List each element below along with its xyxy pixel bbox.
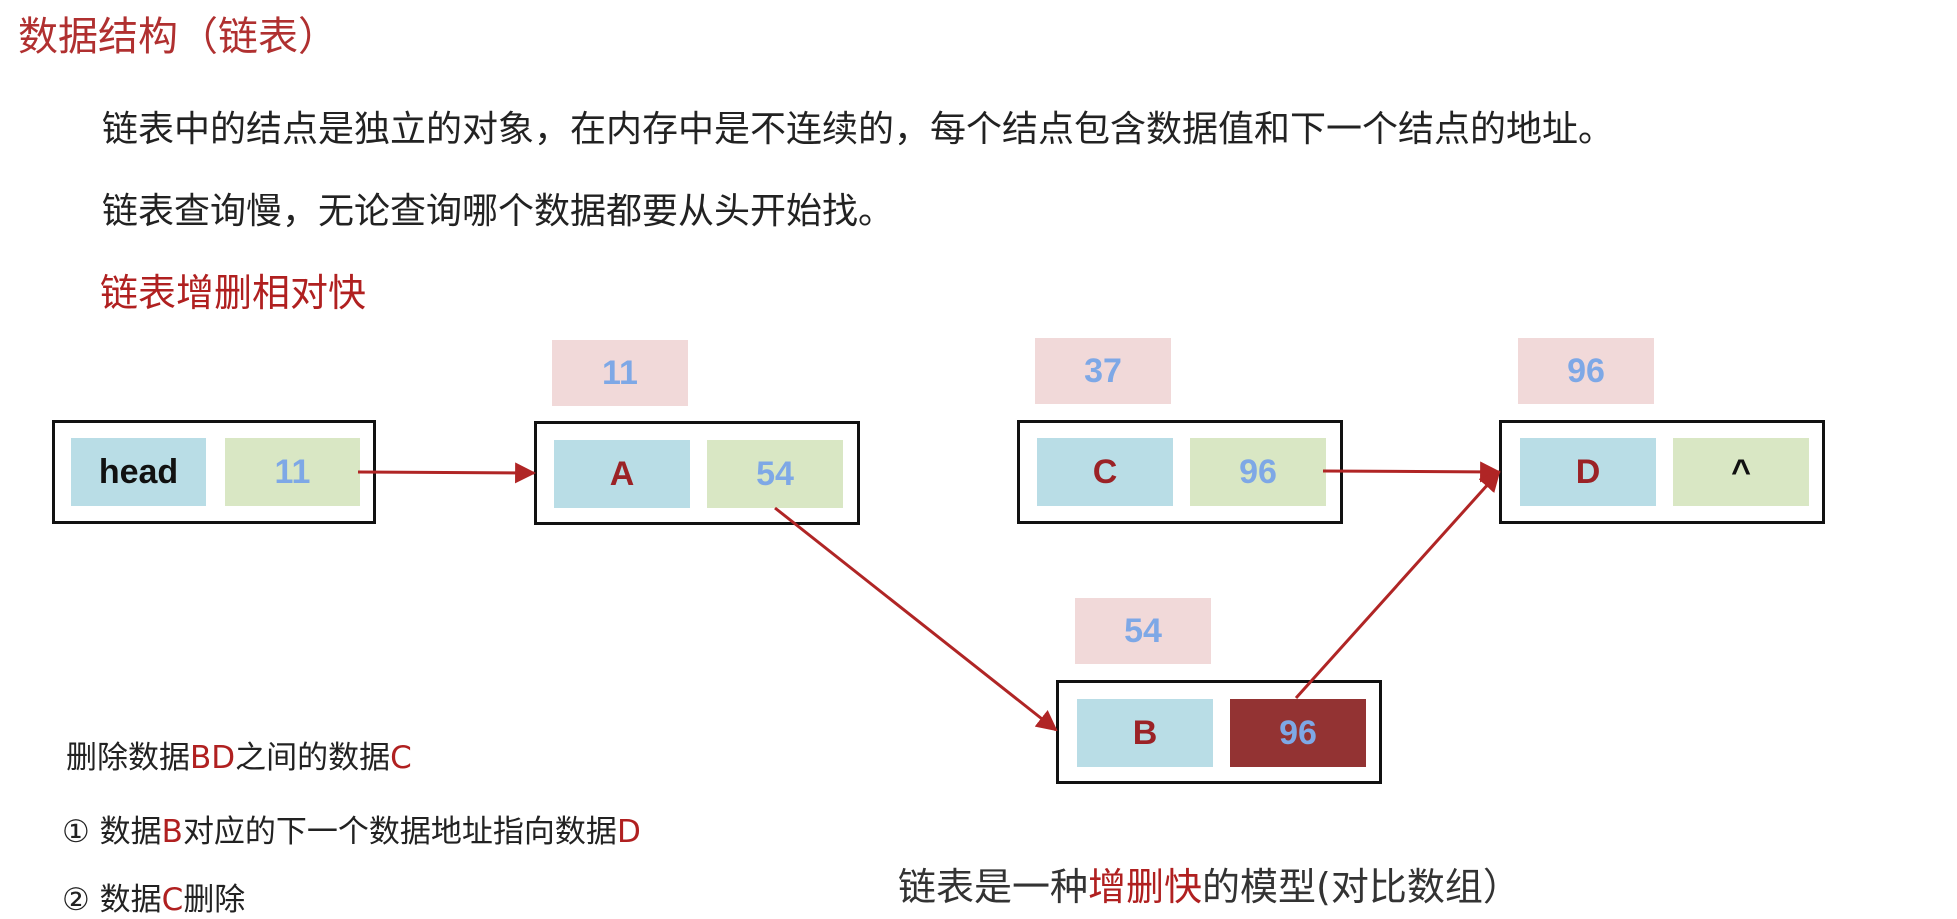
note-text: 删除 bbox=[183, 882, 246, 918]
arrow-head-to-a bbox=[357, 462, 537, 484]
note-text: 删除数据 bbox=[66, 740, 190, 776]
step-number: ① bbox=[62, 814, 90, 850]
node-a-address-label: 11 bbox=[552, 340, 688, 406]
head-node: head 11 bbox=[52, 420, 376, 524]
note-text: 数据 bbox=[99, 882, 162, 918]
note-highlight: C bbox=[161, 882, 184, 918]
node-b-data-cell: B bbox=[1077, 699, 1213, 767]
node-a-next-cell: 54 bbox=[707, 440, 843, 508]
arrow-b-to-d bbox=[1294, 470, 1501, 700]
note-highlight: D bbox=[616, 814, 641, 850]
delete-note: 删除数据BD之间的数据C bbox=[66, 732, 412, 777]
node-d-address-label: 96 bbox=[1518, 338, 1654, 404]
caption-text: 的模型(对比数组） bbox=[1202, 865, 1521, 909]
node-d: D ^ bbox=[1499, 420, 1825, 524]
highlight-subtitle: 链表增删相对快 bbox=[100, 271, 367, 315]
node-d-next-cell: ^ bbox=[1673, 438, 1809, 506]
head-next-cell: 11 bbox=[225, 438, 360, 506]
caption-text: 链表是一种 bbox=[898, 865, 1089, 909]
summary-caption: 链表是一种增删快的模型(对比数组） bbox=[898, 856, 1521, 911]
step-number: ② bbox=[62, 882, 90, 918]
note-text: 数据 bbox=[99, 814, 162, 850]
node-c-address-label: 37 bbox=[1035, 338, 1171, 404]
note-highlight: B bbox=[161, 814, 183, 850]
node-a-data-cell: A bbox=[554, 440, 690, 508]
node-b-address-label: 54 bbox=[1075, 598, 1211, 664]
head-data-cell: head bbox=[71, 438, 206, 506]
node-c-next-cell: 96 bbox=[1190, 438, 1326, 506]
note-text: 对应的下一个数据地址指向数据 bbox=[182, 814, 617, 850]
page-title: 数据结构（链表） bbox=[18, 14, 338, 60]
arrow-a-to-b bbox=[774, 506, 1058, 732]
step-1-note: ① 数据B对应的下一个数据地址指向数据D bbox=[62, 806, 641, 851]
note-highlight: C bbox=[390, 740, 412, 776]
caption-highlight: 增删快 bbox=[1088, 865, 1203, 909]
arrow-c-to-d bbox=[1322, 461, 1502, 483]
node-b-next-cell: 96 bbox=[1230, 699, 1366, 767]
description-line-2: 链表查询慢，无论查询哪个数据都要从头开始找。 bbox=[102, 191, 895, 232]
description-line-1: 链表中的结点是独立的对象，在内存中是不连续的，每个结点包含数据值和下一个结点的地… bbox=[102, 109, 1615, 150]
note-text: 之间的数据 bbox=[235, 740, 391, 776]
note-highlight: BD bbox=[190, 740, 236, 776]
step-2-note: ② 数据C删除 bbox=[62, 874, 245, 919]
node-a: A 54 bbox=[534, 421, 860, 525]
node-d-data-cell: D bbox=[1520, 438, 1656, 506]
node-b: B 96 bbox=[1056, 680, 1382, 784]
node-c-data-cell: C bbox=[1037, 438, 1173, 506]
